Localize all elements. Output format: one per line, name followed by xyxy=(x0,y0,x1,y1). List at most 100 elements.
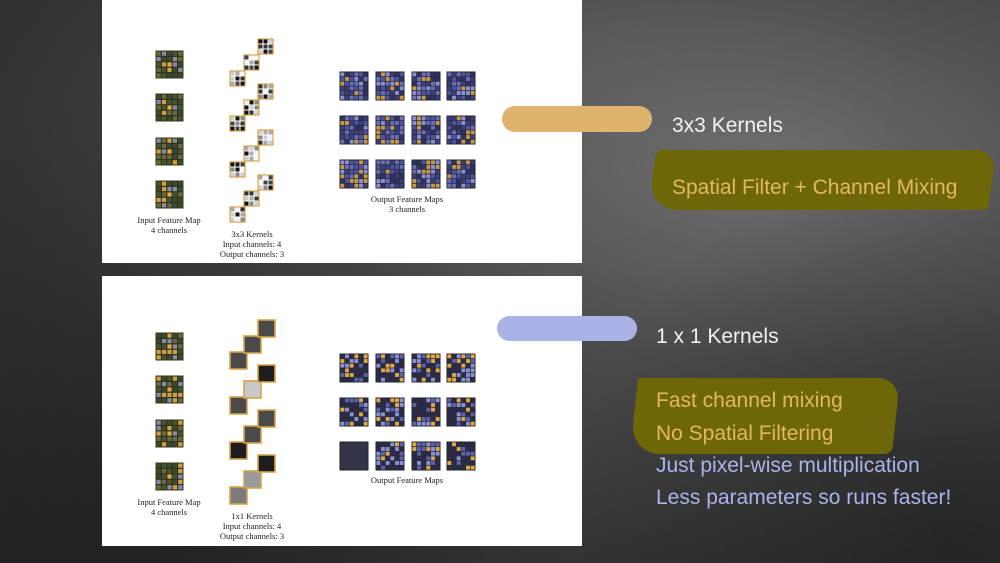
output-cell xyxy=(435,363,440,368)
output-cell xyxy=(385,398,390,403)
output-cell xyxy=(363,174,368,179)
output-cell xyxy=(431,398,435,403)
output-cell xyxy=(456,121,461,125)
feature-map-cell xyxy=(167,67,172,72)
output-cell xyxy=(470,373,475,377)
output-cell xyxy=(359,77,363,81)
feature-map-cell xyxy=(172,62,177,67)
output-cell xyxy=(435,77,440,81)
output-cell xyxy=(395,465,399,470)
feature-map-cell xyxy=(172,94,177,99)
output-cell xyxy=(395,121,399,125)
output-feature-map xyxy=(446,115,476,145)
gold-pill-marker xyxy=(502,106,652,132)
output-cell xyxy=(456,398,461,403)
output-cell xyxy=(345,377,349,382)
feature-map-cell xyxy=(156,181,161,186)
diagram-3x3 xyxy=(155,38,476,223)
kernel-cell xyxy=(230,116,235,121)
feature-map-cell xyxy=(162,187,167,192)
feature-map-cell xyxy=(167,382,172,387)
feature-map-cell xyxy=(172,344,177,349)
output-cell xyxy=(385,86,390,91)
output-cell xyxy=(461,442,466,447)
kernel-cell xyxy=(254,60,259,65)
output-cell xyxy=(470,412,475,417)
kernel-cell xyxy=(230,76,235,81)
kernel-1x1 xyxy=(257,319,276,338)
output-cell xyxy=(340,417,345,421)
kernel-cell xyxy=(268,175,273,180)
output-cell xyxy=(376,442,381,447)
output-cell xyxy=(363,95,368,100)
output-cell xyxy=(452,461,456,465)
output-cell xyxy=(376,95,381,100)
output-cell xyxy=(354,121,359,125)
output-cell xyxy=(421,77,426,81)
output-cell xyxy=(390,183,395,188)
panel-1x1-diagram: Input Feature Map 4 channels 1x1 Kernels… xyxy=(102,276,582,546)
output-cell xyxy=(359,183,363,188)
kernel-cell xyxy=(254,151,259,156)
output-cell xyxy=(385,421,390,426)
output-cell xyxy=(412,125,417,130)
kernel-cell xyxy=(258,135,263,140)
output-feature-map xyxy=(375,441,405,471)
output-cell xyxy=(461,139,466,144)
output-cell xyxy=(376,377,381,382)
output-cell xyxy=(399,363,404,368)
output-cell xyxy=(395,125,399,130)
output-cell xyxy=(452,359,456,363)
feature-map-cell xyxy=(178,154,183,159)
output-cell xyxy=(431,116,435,121)
output-cell xyxy=(456,373,461,377)
feature-map-cell xyxy=(162,149,167,154)
feature-map-cell xyxy=(178,436,183,441)
feature-map-cell xyxy=(167,197,172,202)
output-cell xyxy=(452,160,456,165)
output-cell xyxy=(395,417,399,421)
output-cell xyxy=(376,121,381,125)
output-cell xyxy=(435,359,440,363)
output-cell xyxy=(390,368,395,373)
feature-map-cell xyxy=(167,339,172,344)
kernel-cell xyxy=(240,121,245,126)
output-cell xyxy=(354,417,359,421)
feature-map-cell xyxy=(172,339,177,344)
kernel-cell xyxy=(254,156,259,161)
output-cell xyxy=(431,412,435,417)
output-cell xyxy=(376,77,381,81)
output-cell xyxy=(470,81,475,86)
output-cell xyxy=(395,179,399,183)
output-cell xyxy=(381,86,385,91)
output-cell xyxy=(395,461,399,465)
output-cell xyxy=(390,72,395,77)
output-cell xyxy=(376,417,381,421)
output-cell xyxy=(359,403,363,407)
output-cell xyxy=(359,135,363,139)
output-cell xyxy=(456,139,461,144)
output-cell xyxy=(417,183,421,188)
output-cell xyxy=(359,363,363,368)
output-cell xyxy=(412,354,417,359)
output-cell xyxy=(447,377,452,382)
output-cell xyxy=(385,160,390,165)
output-cell xyxy=(461,451,466,456)
kernel-cell xyxy=(230,126,235,131)
output-cell xyxy=(461,363,466,368)
output-cell xyxy=(354,116,359,121)
output-cell xyxy=(412,72,417,77)
output-cell xyxy=(395,377,399,382)
output-cell xyxy=(354,354,359,359)
output-feature-map xyxy=(375,71,405,101)
output-cell xyxy=(376,465,381,470)
kernel-cell xyxy=(258,39,263,44)
feature-map-cell xyxy=(172,192,177,197)
output-cell xyxy=(395,442,399,447)
kernel-cell xyxy=(244,65,249,70)
output-cell xyxy=(447,86,452,91)
output-feature-map xyxy=(446,353,476,383)
output-cell xyxy=(359,407,363,412)
output-cell xyxy=(452,465,456,470)
feature-map-cell xyxy=(178,376,183,381)
